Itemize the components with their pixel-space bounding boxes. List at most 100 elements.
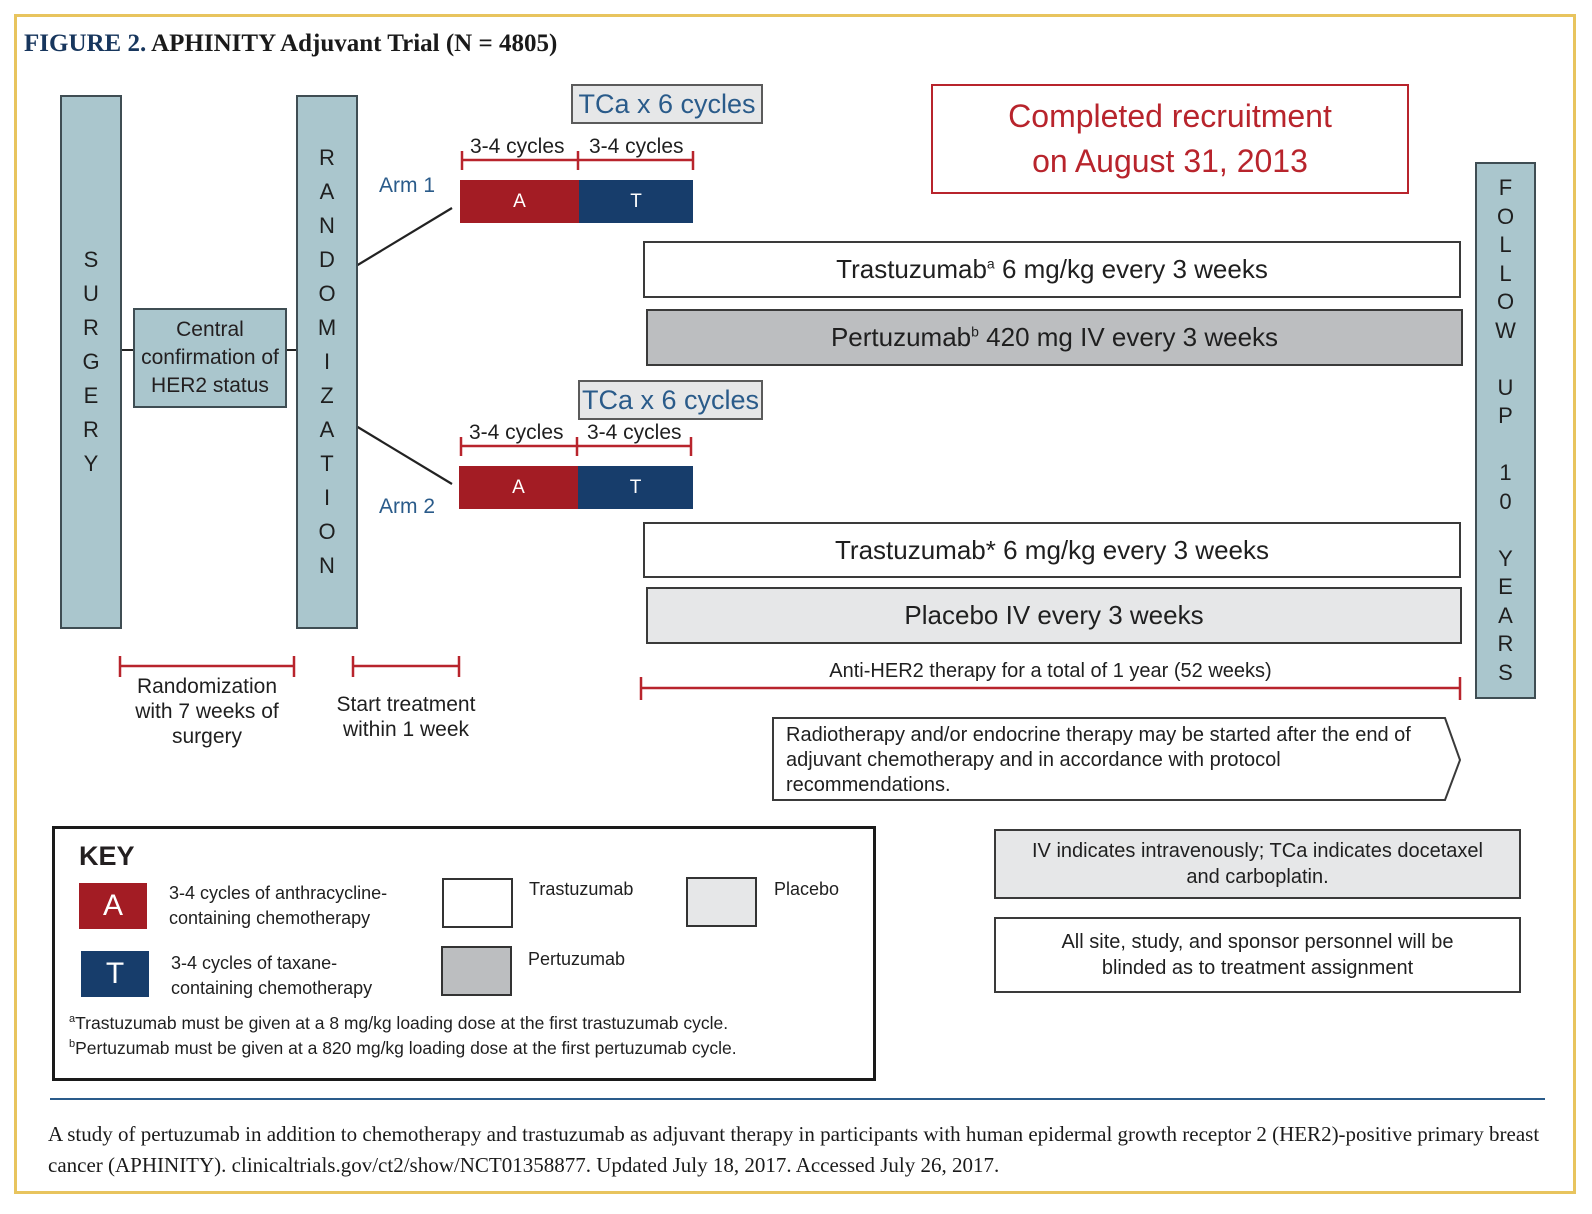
arm1-drug1-dose: 6 mg/kg every 3 weeks <box>994 254 1268 284</box>
arm1-cycle-brackets <box>460 151 695 170</box>
arm2-connector <box>355 425 453 485</box>
randomization-letter: I <box>323 349 331 374</box>
abbreviations-note: IV indicates intravenously; TCa indicate… <box>994 829 1521 899</box>
follow-up-letter: 0 <box>1499 488 1512 514</box>
randomization-letter: O <box>318 281 336 306</box>
follow-up-letter: O <box>1496 203 1515 229</box>
arm2-anthracycline-block: A <box>459 466 578 509</box>
key-pertuzumab-swatch <box>441 946 512 996</box>
key-title: KEY <box>79 841 135 871</box>
arm1-pertuzumab-text: Pertuzumabb 420 mg IV every 3 weeks <box>831 322 1278 353</box>
surgery-letter: R <box>83 315 99 340</box>
arm1-pertuzumab-bar: Pertuzumabb 420 mg IV every 3 weeks <box>646 309 1463 366</box>
surgery-letter: S <box>83 247 99 272</box>
footnote-a-text: Trastuzumab must be given at a 8 mg/kg l… <box>75 1012 729 1033</box>
arm1-drug2-dose: 420 mg IV every 3 weeks <box>978 322 1279 352</box>
randomization-letter: T <box>320 451 334 476</box>
arm2-taxane-block: T <box>578 466 693 509</box>
randomization-window-label: Randomization with 7 weeks of surgery <box>135 675 279 748</box>
anti-her2-label: Anti-HER2 therapy for a total of 1 year … <box>829 660 1272 682</box>
arm2-placebo-bar: Placebo IV every 3 weeks <box>646 587 1462 644</box>
randomization-letter: A <box>319 179 335 204</box>
key-placebo-swatch <box>686 877 757 927</box>
randomization-letter: R <box>319 145 335 170</box>
footnote-a-marker: a <box>69 1013 76 1025</box>
arm2-trastuzumab-bar: Trastuzumab* 6 mg/kg every 3 weeks <box>643 522 1461 578</box>
follow-up-letter: R <box>1497 631 1514 656</box>
arm2-cycles-a-label: 3-4 cycles <box>469 421 564 444</box>
surgery-letter: E <box>83 383 99 408</box>
key-anthracycline-text: 3-4 cycles of anthracycline-containing c… <box>169 883 388 928</box>
figure-title: FIGURE 2. APHINITY Adjuvant Trial (N = 4… <box>24 30 557 58</box>
follow-up-column: F O L L O W U P 1 0 Y E A R S <box>1475 162 1536 699</box>
footnote-b-marker: b <box>69 1038 76 1050</box>
follow-up-letter: O <box>1496 289 1515 314</box>
arm1-connector <box>355 207 453 267</box>
arm1-cycles-t-label: 3-4 cycles <box>589 135 684 158</box>
randomization-window-bracket <box>118 656 296 677</box>
surgery-letter: R <box>83 417 99 442</box>
figure-label: FIGURE 2. <box>24 30 147 57</box>
arm1-drug1-name: Trastuzumab <box>836 254 987 284</box>
arm1-taxane-block: T <box>579 180 693 223</box>
key-trastuzumab-swatch <box>442 878 513 928</box>
follow-up-letter: A <box>1498 602 1513 628</box>
her2-confirmation-text: Central confirmation of HER2 status <box>141 318 279 397</box>
randomization-letter: I <box>323 485 331 510</box>
randomization-letter: M <box>317 315 337 340</box>
randomization-letter: N <box>319 213 335 238</box>
radiotherapy-note: Radiotherapy and/or endocrine therapy ma… <box>786 724 1411 796</box>
key-legend: KEY A 3-4 cycles of anthracycline-contai… <box>52 826 876 1081</box>
follow-up-letter: L <box>1499 260 1512 286</box>
start-treatment-bracket <box>351 656 461 677</box>
follow-up-letter: E <box>1498 574 1513 599</box>
radiotherapy-arrow-shape <box>772 717 1462 801</box>
arm1-label: Arm 1 <box>379 174 436 197</box>
key-trastuzumab-label: Trastuzumab <box>529 879 634 899</box>
start-treatment-label: Start treatment within 1 week <box>336 693 476 741</box>
surgery-letter: G <box>82 349 100 374</box>
surgery-column: S U R G E R Y <box>60 95 122 629</box>
arm1-cycles-a-label: 3-4 cycles <box>470 135 565 158</box>
follow-up-letter: P <box>1498 403 1513 428</box>
arm1-trastuzumab-text: Trastuzumaba 6 mg/kg every 3 weeks <box>836 254 1268 285</box>
footnote-a-marker: a <box>986 255 995 272</box>
footnote-b-marker: b <box>971 323 979 340</box>
figure-caption: A study of pertuzumab in addition to che… <box>48 1122 1540 1177</box>
arm2-cycle-brackets <box>459 437 693 456</box>
randomization-letter: A <box>319 417 335 442</box>
randomization-column: R A N D O M I Z A T I O N <box>296 95 358 629</box>
follow-up-letter: 1 <box>1499 460 1512 485</box>
follow-up-letter: F <box>1498 175 1513 200</box>
key-placebo-label: Placebo <box>774 879 840 899</box>
follow-up-letter: U <box>1497 374 1514 400</box>
arm1-regimen-header: TCa x 6 cycles <box>571 84 763 124</box>
surgery-letter: Y <box>83 451 99 476</box>
figure-frame <box>14 14 1576 1194</box>
key-pertuzumab-label: Pertuzumab <box>528 949 626 969</box>
recruitment-box: Completed recruitment on August 31, 2013 <box>931 84 1409 194</box>
key-taxane-text: 3-4 cycles of taxane-containing chemothe… <box>171 953 373 998</box>
follow-up-letter: W <box>1495 317 1516 343</box>
randomization-letter: N <box>319 553 335 578</box>
arm1-trastuzumab-bar: Trastuzumaba 6 mg/kg every 3 weeks <box>643 241 1461 298</box>
key-anthracycline-swatch: A <box>79 883 147 929</box>
key-footnote-a: aTrastuzumab must be given at a 8 mg/kg … <box>69 1007 728 1036</box>
arm1-drug2-name: Pertuzumab <box>830 322 972 352</box>
randomization-letter: Z <box>320 383 334 408</box>
arm2-label: Arm 2 <box>379 495 436 518</box>
arm2-regimen-header: TCa x 6 cycles <box>578 380 763 420</box>
follow-up-letter: L <box>1499 232 1512 257</box>
arm2-cycles-t-label: 3-4 cycles <box>587 421 682 444</box>
randomization-letter: O <box>318 519 336 544</box>
her2-confirmation-box: Central confirmation of HER2 status <box>133 308 287 408</box>
follow-up-letter: Y <box>1498 545 1513 571</box>
key-taxane-swatch: T <box>81 951 149 997</box>
figure-title-text: APHINITY Adjuvant Trial (N = 4805) <box>151 30 558 57</box>
footnote-b-text: Pertuzumab must be given at a 820 mg/kg … <box>75 1037 737 1058</box>
key-footnote-b: bPertuzumab must be given at a 820 mg/kg… <box>69 1032 737 1061</box>
arm1-anthracycline-block: A <box>460 180 579 223</box>
surgery-letter: U <box>83 281 99 306</box>
blinding-note: All site, study, and sponsor personnel w… <box>994 917 1521 993</box>
